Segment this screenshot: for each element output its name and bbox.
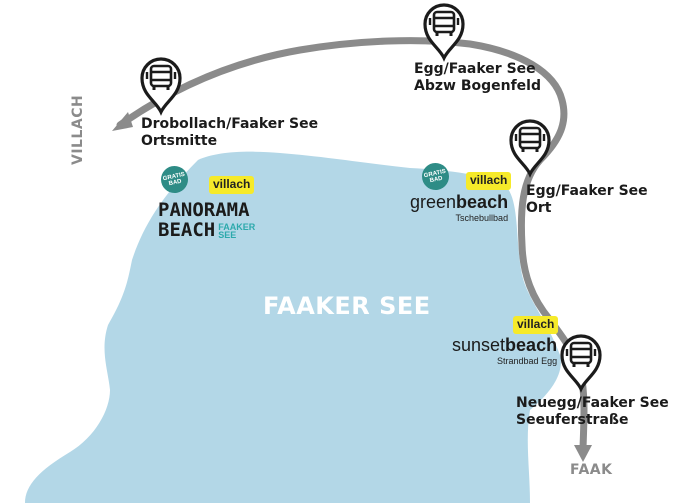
lake-name: FAAKER SEE: [263, 292, 431, 320]
green-beach-subtitle: Tschebullbad: [455, 213, 509, 223]
bus-stop-icon[interactable]: [560, 334, 602, 391]
faaker-see-small-1: FAAKER: [218, 221, 256, 232]
bus-stop-label-egg-abzw[interactable]: Egg/Faaker See Abzw Bogenfeld: [414, 61, 541, 94]
villach-tag: villach: [466, 172, 512, 190]
villach-tag: villach: [513, 316, 559, 334]
green-beach-name: greenbeach: [410, 192, 509, 212]
direction-label-villach: VILLACH: [70, 94, 86, 165]
sunset-beach-subtitle: Strandbad Egg: [497, 356, 558, 366]
lake-shape: [25, 151, 561, 503]
bus-stop-label-neuegg[interactable]: Neuegg/Faaker See Seeuferstraße: [516, 395, 669, 428]
panorama-beach-word1: PANORAMA: [158, 199, 250, 221]
bus-stop-label-egg-ort[interactable]: Egg/Faaker See Ort: [526, 183, 648, 216]
arrow-head-villach: [112, 112, 133, 131]
sunset-beach-logo[interactable]: sunsetbeach Strandbad Egg: [452, 335, 557, 366]
villach-tag: villach: [209, 176, 255, 194]
bus-stop-icon[interactable]: [423, 3, 465, 60]
panorama-beach-logo[interactable]: PANORAMA BEACH FAAKER SEE: [158, 200, 255, 240]
panorama-beach-word2: BEACH: [158, 219, 216, 241]
sunset-beach-name: sunsetbeach: [452, 335, 558, 355]
direction-label-faak: FAAK: [570, 462, 613, 478]
faaker-see-small-2: SEE: [218, 229, 237, 240]
bus-stop-label-drobollach[interactable]: Drobollach/Faaker See Ortsmitte: [141, 116, 319, 149]
arrow-head-faak: [574, 445, 592, 462]
bus-stop-icon[interactable]: [509, 119, 551, 176]
green-beach-logo[interactable]: greenbeach Tschebullbad: [410, 192, 508, 223]
